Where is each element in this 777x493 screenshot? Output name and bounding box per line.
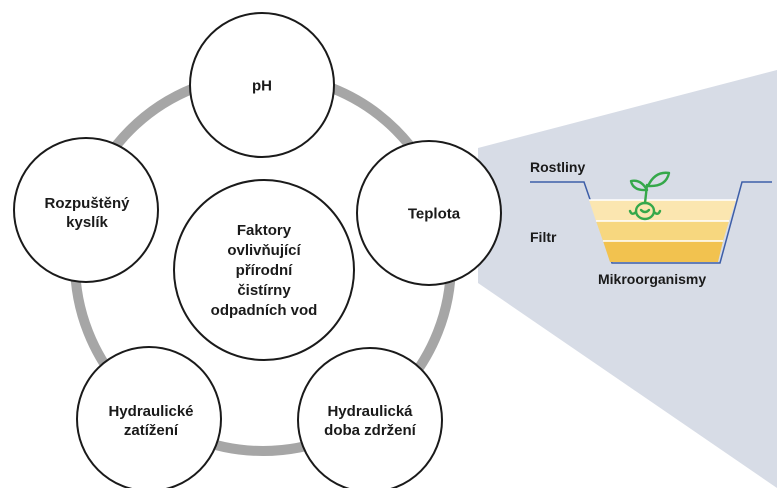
center-label: Faktory ovlivňující přírodní čistírny od…	[210, 222, 318, 319]
factor-circle-temperature	[356, 140, 502, 286]
factor-circle-dissolved-oxygen	[13, 137, 159, 283]
filter-layer-top	[589, 200, 736, 221]
plant-icon	[628, 171, 671, 221]
factor-label-retention-time: Hydraulická doba zdržení	[324, 403, 416, 439]
wetland-illustration	[530, 171, 772, 264]
wetland-label-plants: Rostliny	[530, 159, 586, 175]
factor-circle-ph	[189, 12, 335, 158]
factor-label-hydraulic-load: Hydraulické zatížení	[108, 403, 194, 439]
filter-layer-middle	[596, 221, 729, 241]
factor-label-dissolved-oxygen: Rozpuštěný kyslík	[44, 195, 130, 231]
filter-layer-bottom	[603, 241, 723, 262]
wetland-label-filter: Filtr	[530, 229, 557, 245]
ground-line	[530, 181, 772, 264]
wetland-label-microorganisms: Mikroorganismy	[598, 271, 707, 287]
callout-wedge	[478, 70, 777, 488]
factor-label-ph: pH	[252, 77, 272, 95]
center-circle	[173, 179, 355, 361]
factor-label-temperature: Teplota	[407, 205, 461, 223]
